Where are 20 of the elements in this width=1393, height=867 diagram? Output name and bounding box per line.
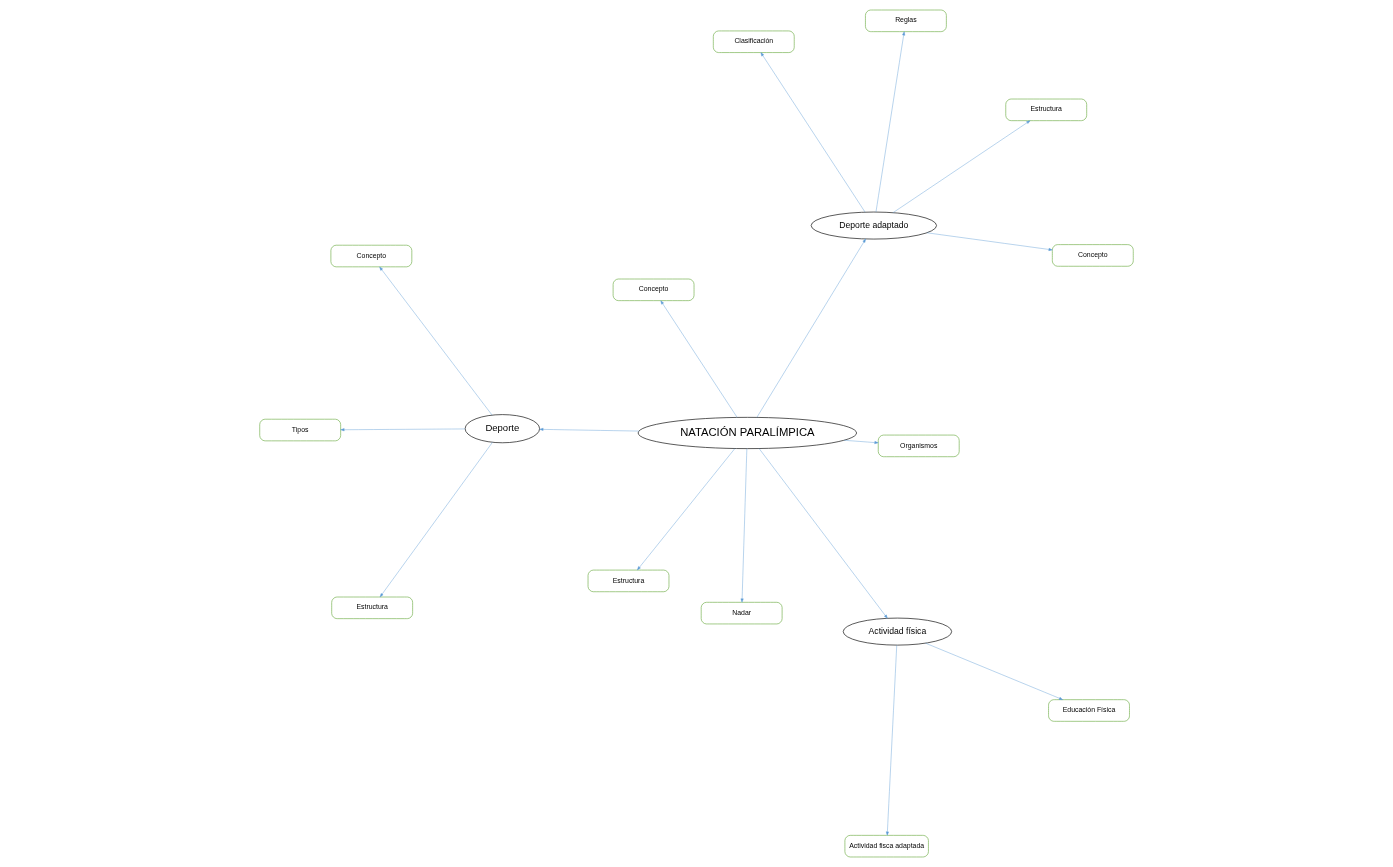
arrow (379, 442, 493, 598)
node-ellipse: NATACIÓN PARALÍMPICA (637, 417, 857, 449)
arrow (637, 448, 736, 571)
arrow (843, 440, 879, 444)
node-ellipse: Actividad física (842, 617, 952, 646)
arrow (340, 428, 466, 432)
arrow (892, 120, 1031, 213)
arrow (875, 31, 906, 213)
arrow (926, 232, 1053, 251)
arrow (660, 300, 738, 418)
arrow (760, 52, 866, 213)
arrow (885, 644, 897, 836)
arrow (539, 427, 640, 432)
arrow (756, 238, 866, 418)
arrow (379, 266, 493, 416)
arrow (925, 642, 1063, 700)
node-ellipse: Deporte (464, 414, 540, 444)
arrow (758, 448, 888, 619)
node-ellipse: Deporte adaptado (810, 211, 937, 240)
arrow (740, 448, 748, 603)
